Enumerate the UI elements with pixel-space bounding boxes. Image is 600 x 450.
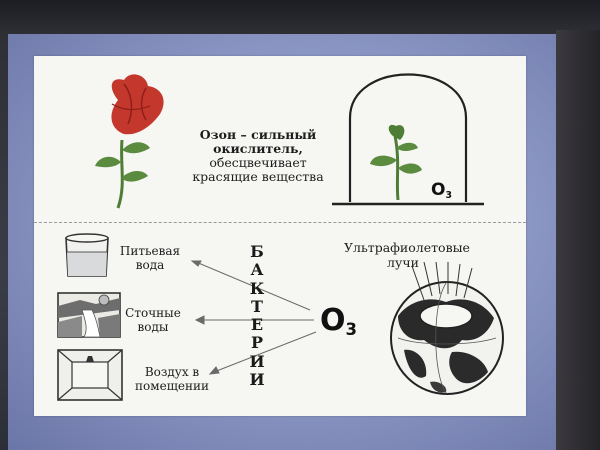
ozone-body: обесцвечивает красящие вещества (192, 155, 324, 184)
bacteria-letter: И (249, 370, 265, 390)
bacteria-letter: Б (250, 242, 264, 261)
bacteria-vertical-label: Б А К Т Е Р И И (248, 242, 266, 390)
rose-icon (95, 74, 164, 209)
bacteria-letter: Е (250, 315, 264, 335)
indoor-air-label: Воздух в помещении (135, 365, 209, 394)
bacteria-letter: И (249, 351, 265, 371)
side-shadow (556, 30, 600, 450)
ozone-description: Озон – сильный окислитель, обесцвечивает… (178, 128, 338, 184)
ozone-arrows (190, 260, 317, 375)
glass-dome-icon (332, 73, 484, 206)
drinking-water-label: Питьевая вода (119, 244, 181, 273)
uv-rays-label: Ультрафиолетовые лучи (344, 240, 470, 270)
ozone-formula-dome: O3 (431, 180, 452, 201)
bacteria-letter: Т (251, 296, 263, 316)
ozone-subscript: 3 (445, 189, 452, 201)
waste-water-label: Сточные воды (125, 306, 181, 335)
globe-icon (390, 261, 504, 395)
ozone-subscript: 3 (345, 319, 357, 339)
water-glass-icon (65, 233, 109, 277)
waterfall-icon (57, 292, 121, 338)
room-icon (57, 349, 123, 401)
ozone-formula-main: O3 (320, 303, 357, 339)
bacteria-letter: К (249, 278, 265, 298)
ozone-symbol: O (320, 303, 346, 338)
bacteria-letter: Р (250, 333, 264, 353)
slide-divider (34, 222, 526, 223)
bacteria-letter: А (250, 260, 264, 280)
ozone-title: Озон – сильный окислитель, (199, 127, 317, 156)
ozone-symbol: O (431, 180, 446, 200)
